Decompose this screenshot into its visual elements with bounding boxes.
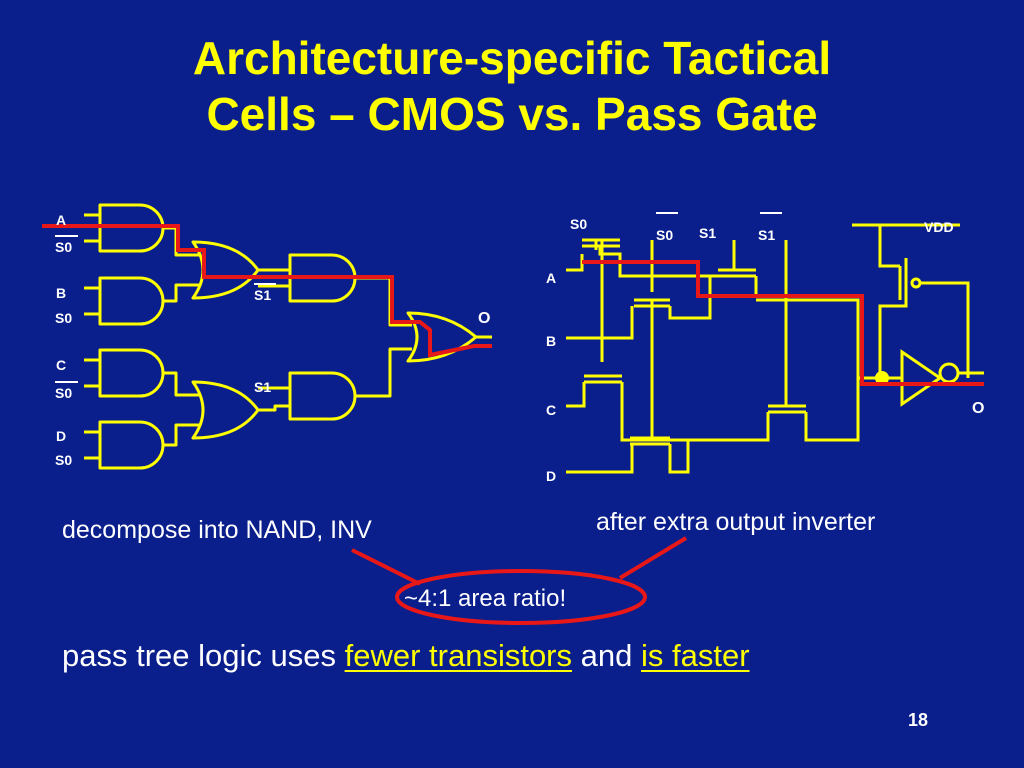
cmos-input-s0-1: S0 [55,310,72,326]
area-ratio-text: ~4:1 area ratio! [404,585,567,612]
pass-input-c: C [546,402,556,418]
pass-s1-label: S1 [699,225,716,241]
nand-gate-3 [98,348,165,398]
cmos-s1-label: S1 [254,379,271,395]
conclusion-is-faster: is faster [641,638,750,673]
pass-output-label: O [972,400,984,417]
conclusion-fewer-transistors: fewer transistors [344,638,573,673]
pass-input-d: D [546,468,556,484]
title-line-2: Cells – CMOS vs. Pass Gate [206,88,818,140]
caption-right: after extra output inverter [596,508,876,536]
pass-s0bar-label: S0 [656,227,673,243]
cmos-s1bar-label: S1 [254,287,271,303]
pass-gate-critical-path [582,260,984,386]
nand-gate-4 [98,420,165,470]
cmos-input-s0-2: S0 [55,452,72,468]
pass-s0-label: S0 [570,216,587,232]
or-gate-final [406,311,478,363]
cmos-input-c: C [56,357,66,373]
page-number: 18 [908,710,929,730]
pass-vdd-label: VDD [924,219,954,235]
cmos-input-s0bar-2: S0 [55,385,72,401]
pass-input-b: B [546,333,556,349]
conclusion-prefix: pass tree logic uses [62,638,336,673]
area-ratio-ellipse [395,569,647,625]
callout-arrow-right [618,536,688,580]
or-gate-2 [191,380,260,440]
output-inverter [900,349,943,407]
conclusion-middle: and [580,638,633,673]
pass-input-a: A [546,270,556,286]
cmos-input-s0bar-1: S0 [55,239,72,255]
cmos-input-d: D [56,428,66,444]
cmos-input-b: B [56,285,66,301]
nand-gate-5 [288,253,357,303]
cmos-output-label: O [478,310,490,327]
callout-arrow-left [351,548,421,586]
pass-s1bar-label: S1 [758,227,775,243]
caption-left: decompose into NAND, INV [62,516,372,544]
nand-gate-6 [288,371,357,421]
nand-gate-2 [98,276,165,326]
title-line-1: Architecture-specific Tactical [192,32,832,84]
conclusion-line: pass tree logic uses fewer transistors a… [62,638,750,674]
cmos-input-a: A [56,212,66,228]
nand-gate-1 [98,203,165,253]
slide-title: Architecture-specific Tactical Cells – C… [0,30,1024,142]
cmos-critical-path [42,224,492,358]
inverter-input-node [875,371,889,385]
